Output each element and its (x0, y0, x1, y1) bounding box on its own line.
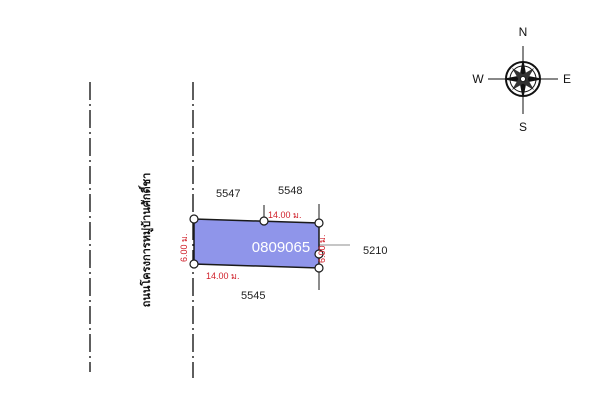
neighbor-lot-right: 5210 (363, 245, 387, 257)
compass-south-label: S (519, 120, 527, 134)
neighbor-lot-top-right: 5548 (278, 185, 302, 197)
corner-marker-bottom-left (189, 259, 199, 269)
parcel-id-label: 0809065 (252, 239, 310, 256)
compass-west-label: W (472, 72, 484, 86)
dimension-right: 6.00 ม. (317, 235, 327, 263)
compass-north-label: N (519, 25, 528, 39)
dimension-bottom: 14.00 ม. (206, 271, 239, 281)
neighbor-lot-top-left: 5547 (216, 188, 240, 200)
corner-marker-right-middle (314, 249, 324, 259)
corner-marker-top-middle (259, 216, 269, 226)
dimension-top: 14.00 ม. (268, 210, 301, 220)
corner-marker-top-left (189, 214, 199, 224)
corner-marker-bottom-right (314, 263, 324, 273)
neighbor-lot-bottom: 5545 (241, 290, 265, 302)
dimension-left: 6.00 ม. (179, 234, 189, 262)
compass-rose-icon (488, 46, 558, 114)
corner-marker-top-right (314, 218, 324, 228)
road-name-label: ถนนโครงการหมู่บ้านศักดิ์ชา (138, 173, 154, 308)
compass-east-label: E (563, 72, 571, 86)
